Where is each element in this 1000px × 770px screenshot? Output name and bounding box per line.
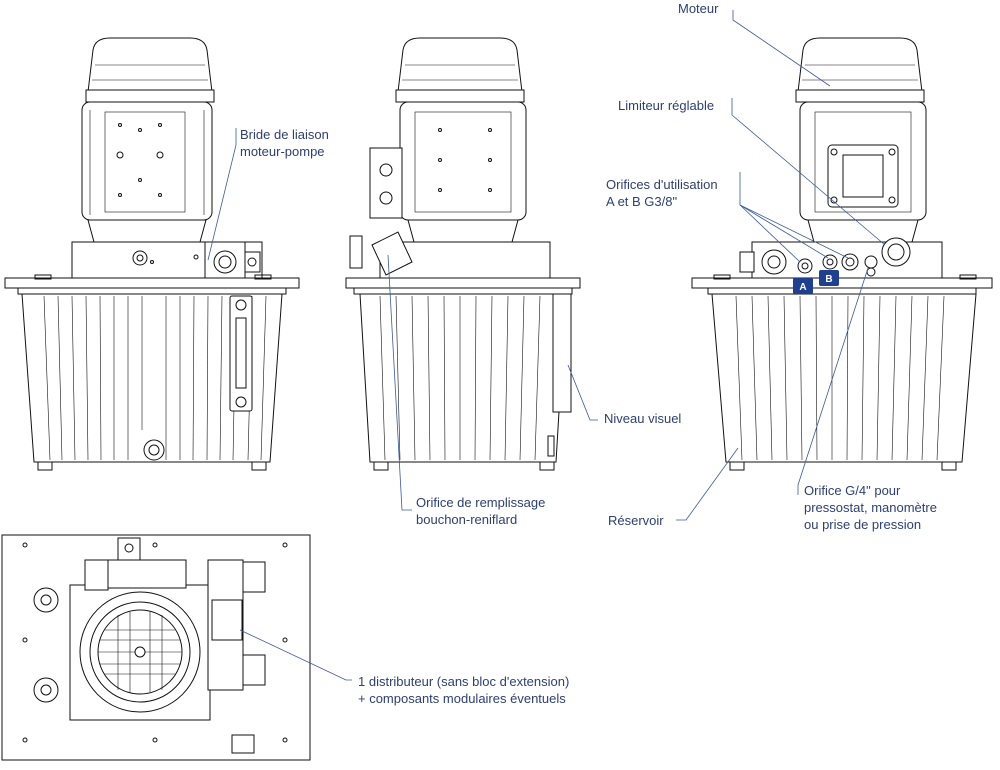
- label-niveau: Niveau visuel: [604, 411, 682, 426]
- label-remplissage-line1: Orifice de remplissage: [416, 495, 546, 510]
- badge-b: B: [819, 270, 839, 286]
- label-remplissage-line2: bouchon-reniflard: [416, 512, 518, 527]
- label-moteur: Moteur: [678, 1, 719, 16]
- label-orifices-line1: Orifices d'utilisation: [606, 177, 718, 192]
- label-orifice-g-line1: Orifice G/4" pour: [804, 483, 901, 498]
- top-view: [1, 534, 311, 761]
- back-view: A B: [691, 37, 993, 471]
- label-orifice-g-line2: pressostat, manomètre: [804, 500, 937, 515]
- label-orifices-line2: A et B G3/8": [606, 194, 678, 209]
- label-distributeur-line1: 1 distributeur (sans bloc d'extension): [358, 674, 570, 689]
- leader-lines: [207, 10, 886, 681]
- badge-a: A: [793, 278, 813, 294]
- label-bride-line2: moteur-pompe: [240, 144, 325, 159]
- label-limiteur: Limiteur réglable: [618, 98, 715, 113]
- front-view: [4, 37, 300, 471]
- label-orifice-g-line3: ou prise de pression: [804, 517, 922, 532]
- side-view: [345, 37, 581, 471]
- svg-text:B: B: [825, 274, 832, 285]
- label-bride-line1: Bride de liaison: [240, 127, 329, 142]
- label-reservoir: Réservoir: [608, 513, 664, 528]
- svg-text:A: A: [799, 282, 806, 293]
- label-distributeur-line2: + composants modulaires éventuels: [358, 691, 566, 706]
